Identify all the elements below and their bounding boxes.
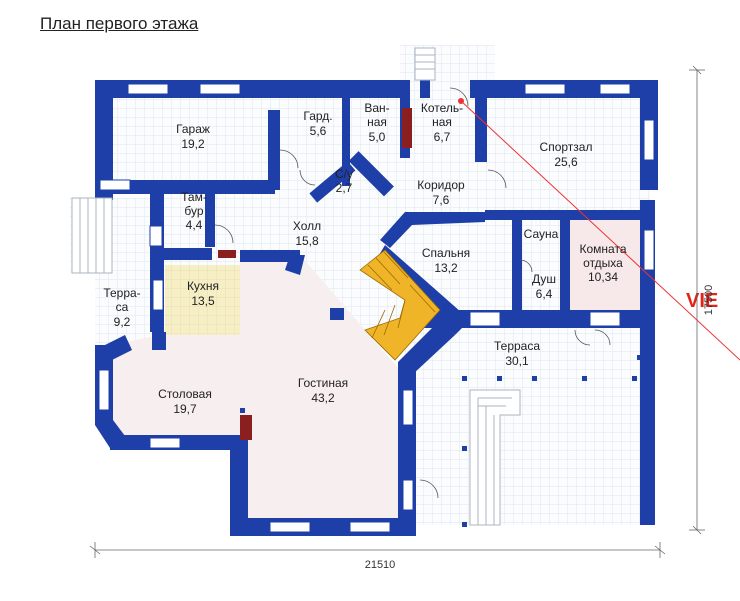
room-bedroom-name: Спальня (422, 246, 470, 260)
room-hall-area: 15,8 (295, 234, 319, 248)
room-dining-area: 19,7 (173, 402, 197, 416)
dimension-lines (89, 65, 705, 558)
room-kitchen-area: 13,5 (191, 294, 215, 308)
room-boiler-name-1: Котель- (421, 101, 463, 115)
room-terrace-small-name-2: са (116, 300, 129, 314)
room-wc-area: 2,7 (336, 181, 353, 195)
room-kitchen-name: Кухня (187, 279, 219, 293)
page-title: План первого этажа (40, 14, 199, 33)
room-bathroom-name-2: ная (367, 115, 387, 129)
room-shower-name: Душ (532, 272, 556, 286)
windows (98, 83, 655, 533)
room-gym-area: 25,6 (554, 155, 578, 169)
room-wc-name: С/у (335, 167, 353, 181)
room-corridor-area: 7,6 (433, 193, 450, 207)
room-living-area: 43,2 (311, 391, 335, 405)
room-gym-name: Спортзал (540, 140, 593, 154)
room-corridor-name: Коридор (417, 178, 465, 192)
room-boiler-area: 6,7 (434, 130, 451, 144)
room-vestibule-name-2: бур (184, 204, 203, 218)
room-bathroom-name-1: Ван- (364, 101, 389, 115)
room-terrace-small-area: 9,2 (114, 315, 131, 329)
room-dining-name: Столовая (158, 387, 212, 401)
kitchen-floor (165, 265, 240, 340)
living-dining-floor (100, 255, 400, 520)
room-sauna-name: Сауна (524, 227, 559, 241)
room-bedroom-area: 13,2 (434, 261, 458, 275)
room-shower-area: 6,4 (536, 287, 553, 301)
room-wardrobe-name: Гард. (303, 109, 332, 123)
terrace-columns (240, 355, 642, 527)
doors (214, 87, 611, 499)
width-dimension: 21510 (365, 559, 396, 571)
room-vestibule-name-1: Там- (181, 190, 207, 204)
room-terrace-small-name-1: Терра- (103, 286, 140, 300)
room-hall-name: Холл (293, 219, 321, 233)
room-boiler-name-2: ная (432, 115, 452, 129)
watermark-logo: VIE (686, 290, 718, 312)
room-garage-area: 19,2 (181, 137, 205, 151)
staircase (359, 249, 441, 361)
room-rest-name-2: отдыха (583, 256, 623, 270)
room-bathroom-area: 5,0 (369, 130, 386, 144)
room-vestibule-area: 4,4 (186, 218, 203, 232)
room-terrace-large-name: Терраса (494, 339, 540, 353)
height-dimension: 17500 (703, 285, 715, 316)
room-living-name: Гостиная (298, 376, 348, 390)
room-labels: Гараж 19,2 Гард. 5,6 Ван- ная 5,0 Котель… (103, 101, 626, 416)
entry-steps (71, 47, 521, 526)
rest-room-floor (570, 218, 640, 313)
room-rest-area: 10,34 (588, 270, 618, 284)
annotation-line (458, 98, 740, 361)
room-rest-name-1: Комната (580, 242, 627, 256)
room-garage-name: Гараж (176, 122, 210, 136)
fireplaces (218, 108, 412, 440)
room-wardrobe-area: 5,6 (310, 124, 327, 138)
room-terrace-large-area: 30,1 (505, 354, 529, 368)
